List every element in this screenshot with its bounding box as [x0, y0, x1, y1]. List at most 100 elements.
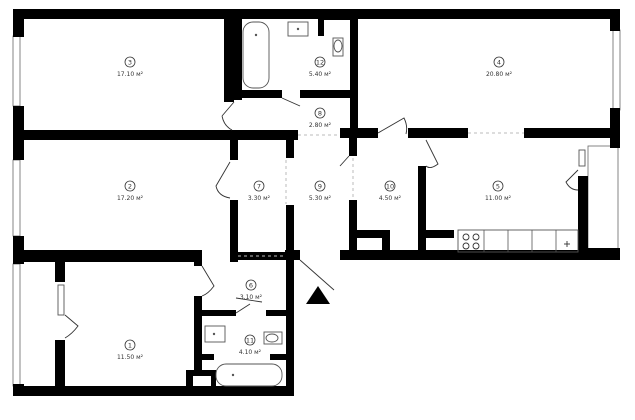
- room-6-label: 6 3.10 м²: [240, 279, 263, 301]
- room-3-area: 17.10 м²: [117, 71, 144, 78]
- room-8-area: 2.80 м²: [309, 122, 332, 129]
- wall-12-left: [234, 14, 242, 100]
- window-room-4: [612, 29, 621, 111]
- room-10-label: 104.50 м²: [379, 180, 402, 202]
- room-5-area: 11.00 м²: [485, 195, 512, 202]
- wall-6-11: [202, 310, 236, 316]
- bathtub-11: [215, 363, 283, 387]
- room-4-number-circle: [493, 56, 505, 68]
- wall-6-top: [236, 252, 286, 260]
- wall-4-bottom-left: [408, 128, 468, 138]
- door-room-10: [377, 117, 408, 135]
- toilet-11-tank: [263, 331, 283, 345]
- door-entrance: [299, 259, 335, 291]
- room-11-number: 11: [246, 336, 254, 344]
- room-6-number-circle: [245, 279, 257, 291]
- wall-7-right: [286, 138, 294, 158]
- door-room-4: [339, 155, 350, 167]
- room-8-number-circle: [314, 107, 326, 119]
- wall-7-left2: [230, 200, 238, 262]
- room-12-number: 12: [316, 58, 324, 66]
- wall-bottom-right: [340, 250, 620, 260]
- wall-corridor-h: [234, 130, 298, 140]
- toilet-12-tank: [332, 37, 344, 57]
- radiator-room-5: [578, 149, 586, 167]
- wall-3-2: [13, 130, 235, 140]
- wall-9-10b: [349, 200, 357, 260]
- wall-6-11b: [266, 310, 292, 316]
- room-12-label: 12 5.40 м²: [309, 56, 332, 78]
- room-11-number-circle: [244, 334, 256, 346]
- shaft-inner-1: [193, 376, 211, 386]
- openings: [238, 132, 524, 257]
- wall-corridor-h2: [340, 128, 378, 138]
- kitchen-counter: [457, 229, 579, 253]
- stove-icon: [462, 233, 480, 250]
- room-11-area: 4.10 м²: [239, 349, 262, 356]
- room-7-number-circle: [253, 180, 265, 192]
- room-7-area: 3.30 м²: [248, 195, 271, 202]
- room-2-number-circle: [124, 180, 136, 192]
- shaft-inner-2: [324, 20, 350, 32]
- wall-2-1: [13, 250, 198, 262]
- shaft-left: [318, 14, 324, 36]
- room-2-number: 2: [128, 182, 132, 190]
- room-5-number-circle: [492, 180, 504, 192]
- wall-left-top: [13, 9, 24, 37]
- sink-12-drain: [296, 27, 300, 31]
- door-room-1: [201, 265, 215, 297]
- door-room-1-balcony: [64, 314, 79, 339]
- wall-right-stub: [578, 176, 588, 256]
- room-3-label: 317.10 м²: [117, 56, 144, 78]
- wall-1-right: [194, 296, 202, 396]
- wall-bottom: [13, 386, 293, 396]
- closet-10: [357, 230, 387, 238]
- entrance-arrow-icon: [306, 286, 330, 304]
- wall-9-10: [349, 138, 357, 156]
- door-room-5-balcony: [565, 169, 579, 191]
- room-1-label: 1 11.50 м²: [117, 339, 144, 361]
- wall-right-top: [610, 9, 620, 31]
- room-9-label: 95.30 м²: [309, 180, 332, 202]
- room-2-label: 217.20 м²: [117, 180, 144, 202]
- fixtures: [57, 21, 586, 387]
- wall-corridor-right: [286, 250, 294, 396]
- toilet-11-bowl: [265, 333, 279, 343]
- wall-7-left: [230, 138, 238, 160]
- bathtub-11-drain: [231, 373, 235, 377]
- room-3-number-circle: [124, 56, 136, 68]
- windows: [12, 29, 621, 387]
- door-room-2: [215, 161, 231, 199]
- window-room-1: [12, 263, 21, 387]
- room-1-number-circle: [124, 339, 136, 351]
- room-11-label: 11 4.10 м²: [239, 334, 262, 356]
- room-12-area: 5.40 м²: [309, 71, 332, 78]
- wall-1-stub2: [55, 340, 65, 388]
- room-10-number-circle: [384, 180, 396, 192]
- wall-1-stub: [55, 262, 65, 282]
- sink-12: [287, 21, 309, 37]
- room-5-number: 5: [496, 182, 500, 190]
- room-7-number: 7: [257, 182, 261, 190]
- wall-3-right: [224, 14, 234, 102]
- sink-11-drain: [212, 332, 216, 336]
- room-9-number: 9: [318, 182, 322, 190]
- closet-5: [424, 230, 454, 238]
- window-room-3: [12, 35, 21, 107]
- door-room-3: [221, 101, 235, 131]
- wall-12-bottom: [234, 90, 282, 98]
- room-8-label: 82.80 м²: [309, 107, 332, 129]
- bathtub-12: [242, 21, 270, 89]
- room-1-number: 1: [128, 341, 132, 349]
- closet-10-r: [382, 230, 390, 254]
- room-4-label: 420.80 м²: [486, 56, 513, 78]
- room-6-number: 6: [249, 281, 253, 289]
- door-room-6: [235, 297, 263, 303]
- window-room-2: [12, 159, 21, 237]
- radiator-room-1: [57, 284, 65, 316]
- toilet-12-bowl: [333, 39, 343, 53]
- room-1-area: 11.50 м²: [117, 354, 144, 361]
- wall-12-bottom-right: [300, 90, 358, 98]
- room-6-area: 3.10 м²: [240, 294, 263, 301]
- walls: [13, 9, 620, 396]
